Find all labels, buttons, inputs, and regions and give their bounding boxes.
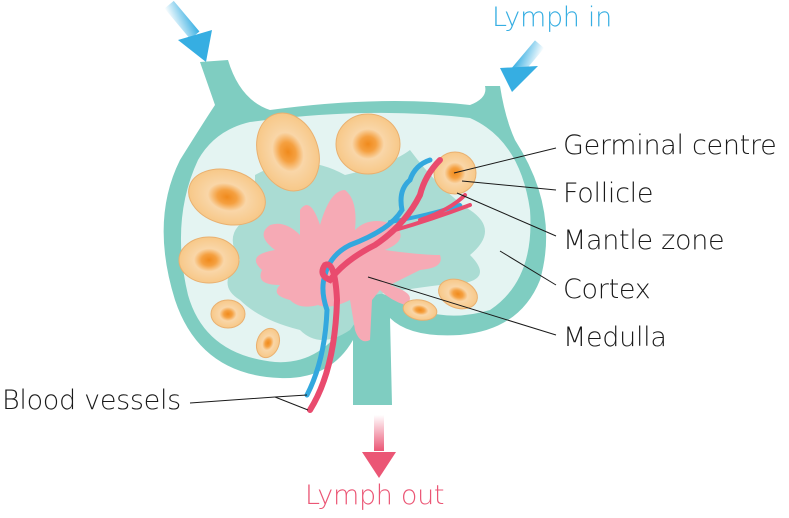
blood-vessels: [304, 157, 472, 413]
vein: [304, 157, 433, 398]
artery: [393, 193, 472, 232]
follicle: [255, 327, 281, 359]
lymph-in-arrow-left: [164, 0, 212, 62]
follicle: [335, 113, 401, 175]
follicle: [210, 299, 246, 329]
leader-medulla: [367, 276, 557, 336]
leader-mantle-zone: [456, 192, 557, 237]
label-cortex: Cortex: [563, 274, 651, 305]
label-follicle: Follicle: [563, 178, 654, 209]
label-germinal-centre: Germinal centre: [563, 130, 777, 161]
follicle: [188, 168, 266, 226]
follicle: [178, 236, 240, 284]
label-medulla: Medulla: [563, 322, 667, 353]
artery: [307, 157, 443, 413]
label-lymph-in: Lymph in: [492, 2, 612, 33]
follicle: [402, 299, 438, 321]
label-lymph-out: Lymph out: [305, 480, 445, 511]
leader-follicle: [461, 180, 557, 191]
label-blood-vessels: Blood vessels: [2, 385, 181, 416]
leader-blood-vessels: [189, 394, 308, 404]
leader-germinal-centre: [453, 147, 557, 174]
vein: [388, 203, 462, 224]
follicle: [256, 112, 320, 192]
leader-cortex: [499, 250, 557, 286]
label-mantle-zone: Mantle zone: [563, 225, 725, 256]
leader-lines: [189, 147, 557, 411]
leader-blood-vessels-branch: [274, 396, 309, 411]
lymph-out-arrow: [362, 415, 396, 478]
lymph-in-arrow-right: [500, 40, 545, 92]
